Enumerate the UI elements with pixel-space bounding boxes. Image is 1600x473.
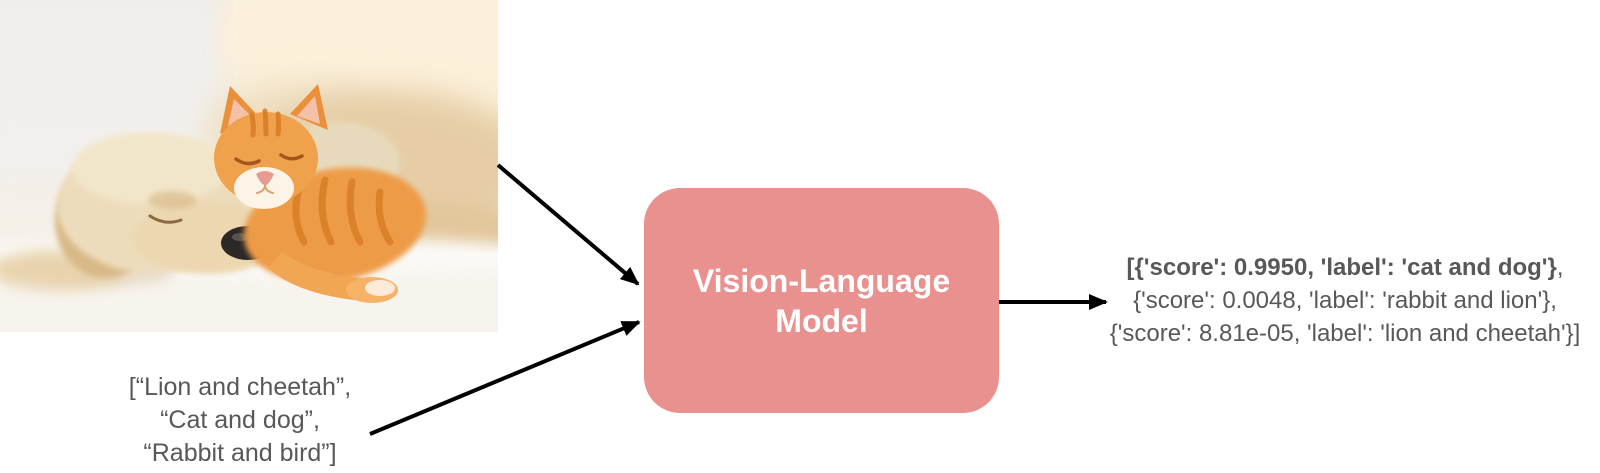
model-label-line1: Vision-Language: [692, 262, 951, 299]
vision-language-model-box: Vision-Language Model: [644, 188, 999, 413]
candidate-labels-list: [“Lion and cheetah”, “Cat and dog”, “Rab…: [100, 371, 380, 470]
arrow-labels-to-model: [369, 320, 641, 436]
kitten-forehead-stripes: [249, 108, 281, 138]
candidate-label-line: [“Lion and cheetah”,: [128, 373, 352, 401]
kitten-right-eye: [279, 153, 304, 161]
dog-and-kitten-illustration: [0, 0, 498, 332]
arrow-image-to-model: [496, 163, 640, 286]
candidate-label-line: “Cat and dog”,: [160, 406, 320, 434]
output-line-1: [{'score': 0.9950, 'label': 'cat and dog…: [1092, 251, 1598, 284]
output-line-2: {'score': 0.0048, 'label': 'rabbit and l…: [1133, 287, 1557, 314]
dog-head: [55, 132, 284, 278]
kitten-left-eye: [234, 157, 261, 166]
kitten-nose: [256, 171, 274, 185]
input-photo-dog-and-kitten: [0, 0, 498, 332]
model-label: Vision-Language Model: [693, 261, 950, 341]
candidate-label-line: “Rabbit and bird”]: [143, 439, 337, 467]
model-label-line2: Model: [775, 302, 868, 339]
output-line-1-bold: [{'score': 0.9950, 'label': 'cat and dog…: [1126, 254, 1557, 281]
dog-closed-eye: [148, 214, 183, 224]
kitten: [214, 84, 427, 303]
output-line-3: {'score': 8.81e-05, 'label': 'lion and c…: [1109, 320, 1581, 347]
output-scores: [{'score': 0.9950, 'label': 'cat and dog…: [1092, 251, 1598, 350]
output-line-1-tail: ,: [1556, 254, 1564, 281]
